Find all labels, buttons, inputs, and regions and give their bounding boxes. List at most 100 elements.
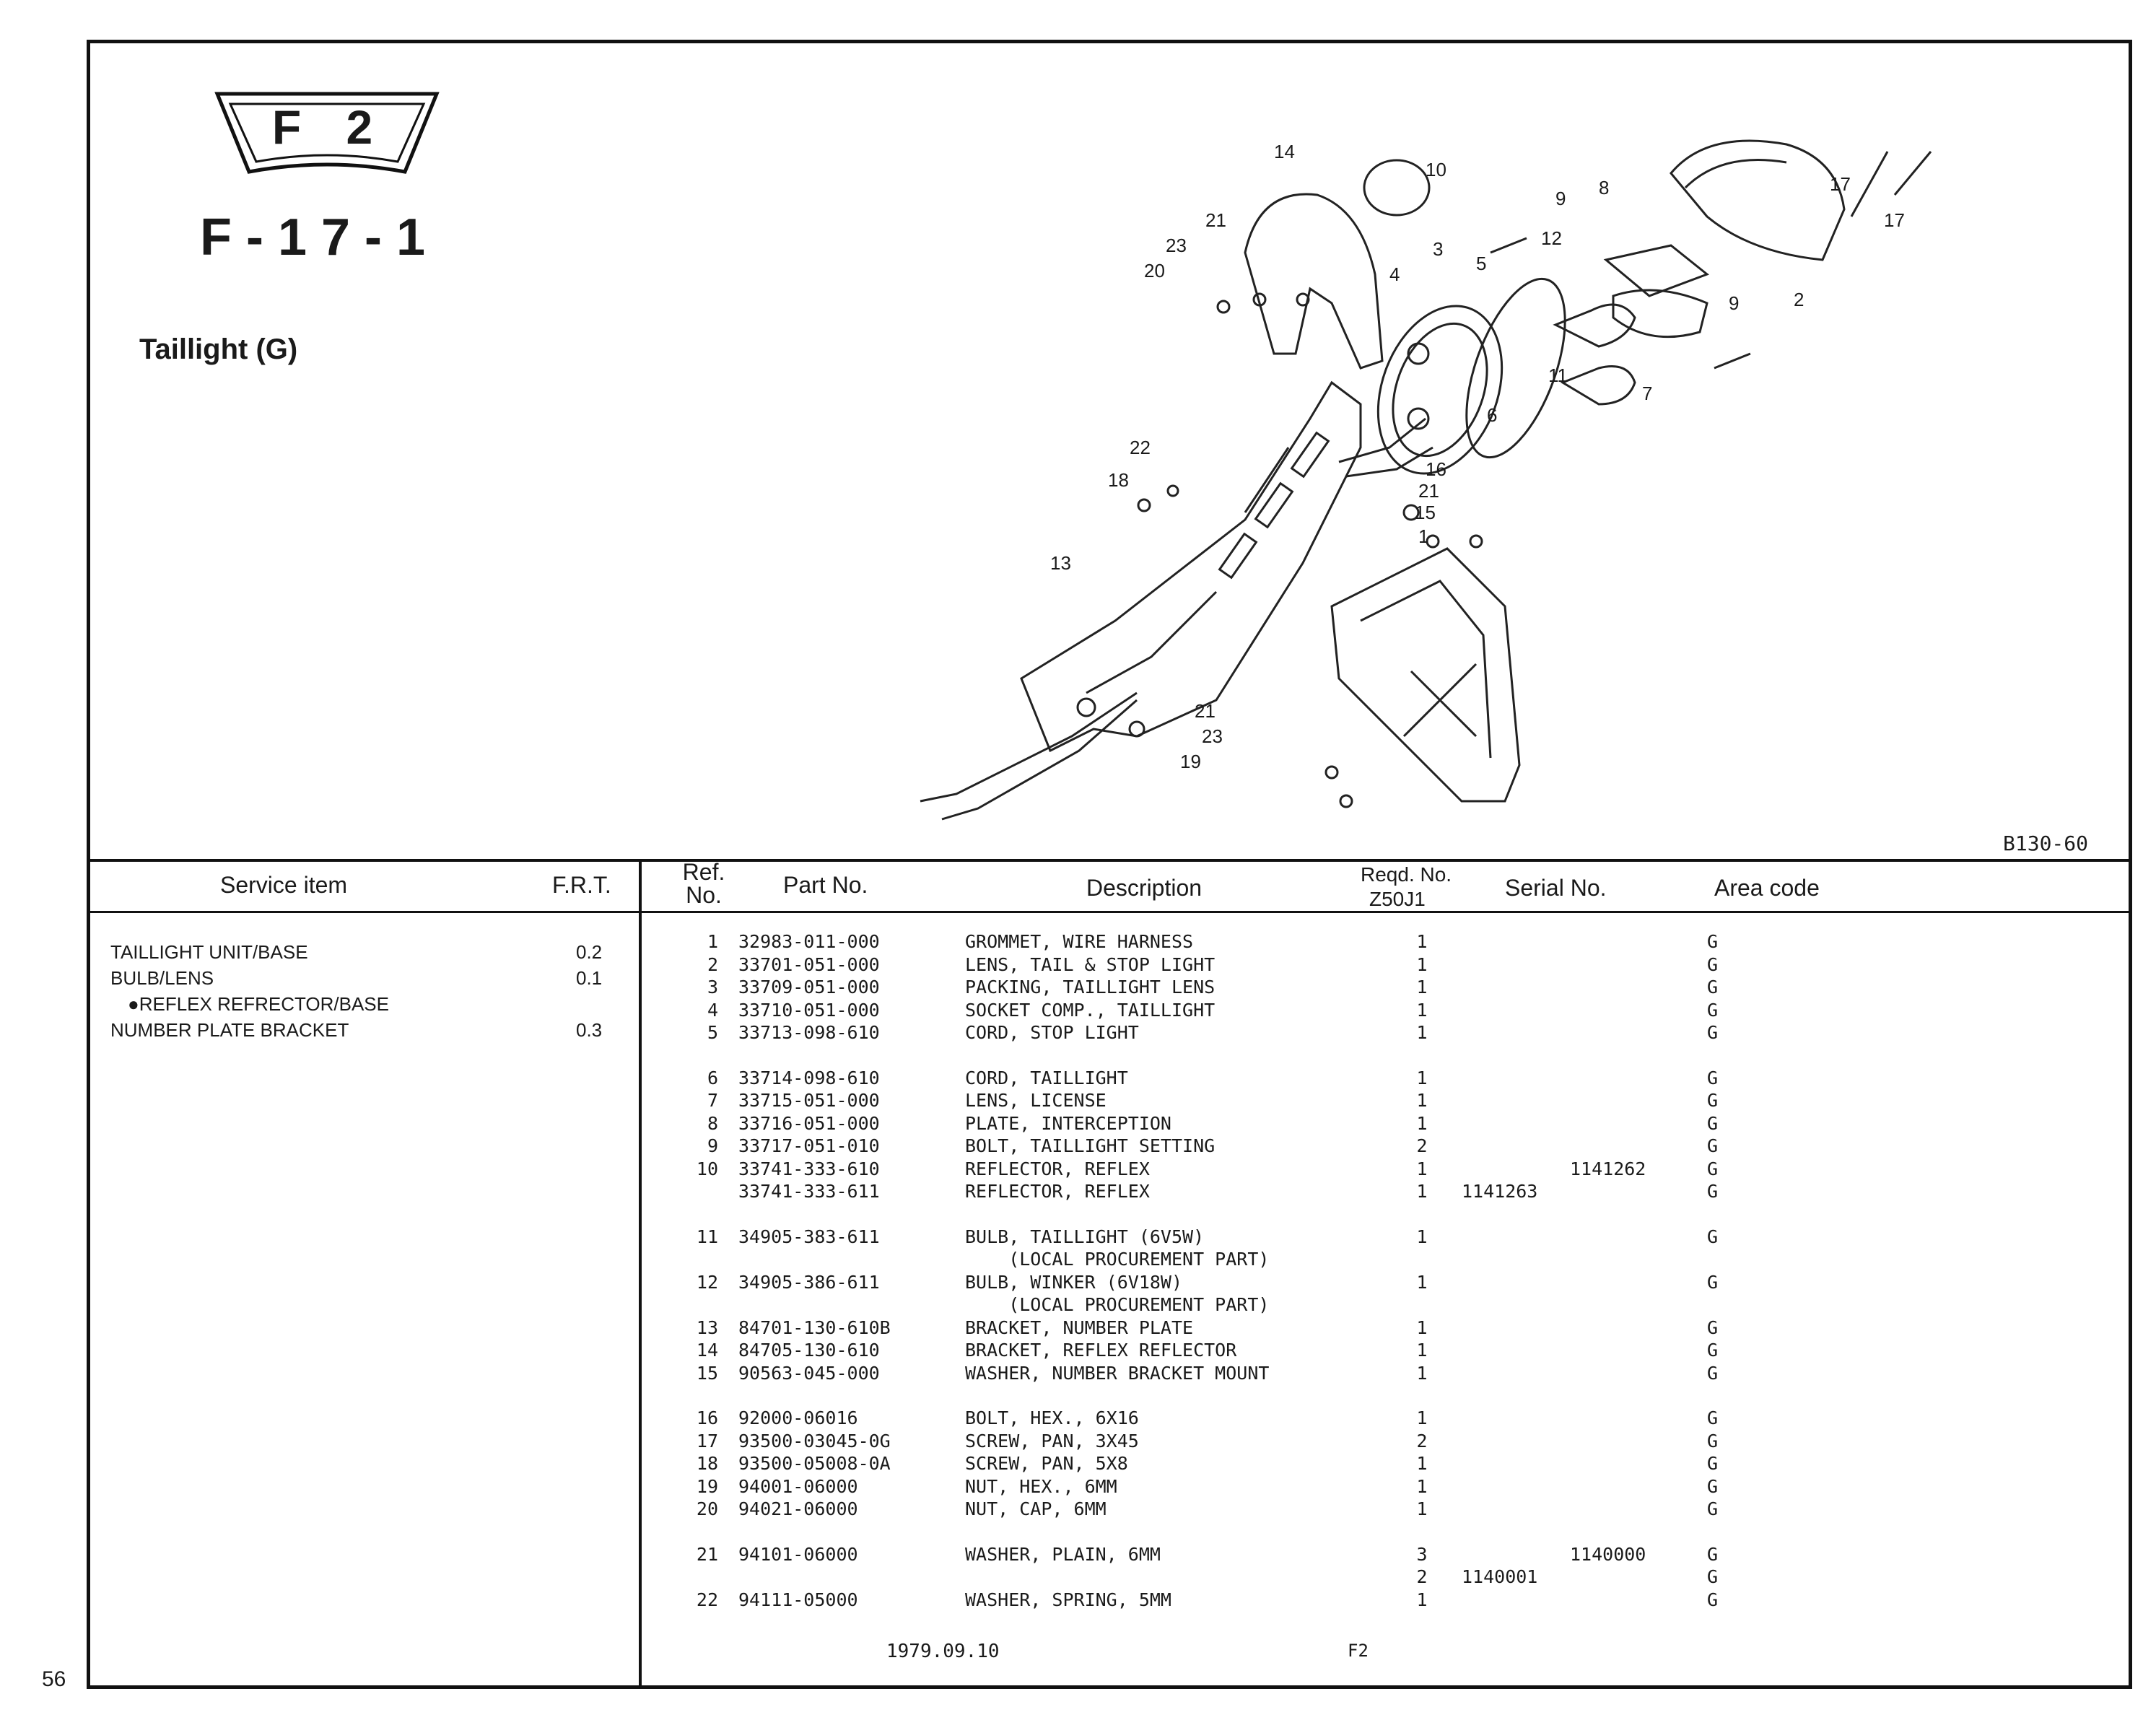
callout-3: 3 (1433, 238, 1444, 260)
part-qty: 1 (1416, 1067, 1428, 1088)
part-number: 33713-098-610 (738, 1022, 880, 1043)
part-ref: 12 (696, 1271, 718, 1293)
part-number: 94101-06000 (738, 1543, 858, 1565)
callout-12: 12 (1541, 227, 1562, 249)
part-qty: 1 (1416, 1022, 1428, 1043)
part-ref: 10 (696, 1158, 718, 1179)
part-ref: 20 (696, 1498, 718, 1519)
part-area-code: G (1707, 1340, 1719, 1361)
part-qty: 1 (1416, 1498, 1428, 1519)
service-item-frt: 0.1 (576, 967, 603, 989)
part-area-code: G (1707, 1158, 1719, 1179)
diagram-code: B130-60 (2003, 831, 2089, 855)
part-number: 33741-333-610 (738, 1158, 880, 1179)
part-number: 34905-386-611 (738, 1271, 880, 1293)
part-qty: 1 (1416, 1362, 1428, 1384)
part-qty: 1 (1416, 1340, 1428, 1361)
part-number: 84705-130-610 (738, 1340, 880, 1361)
part-area-code: G (1707, 1407, 1719, 1428)
exploded-view-drawing (920, 139, 1932, 821)
part-description: PACKING, TAILLIGHT LENS (965, 977, 1216, 997)
part-description: WASHER, PLAIN, 6MM (965, 1543, 1161, 1565)
page-number: 56 (42, 1667, 66, 1691)
part-ref: 7 (707, 1090, 718, 1111)
part-description: LENS, TAIL & STOP LIGHT (965, 953, 1216, 975)
part-description: BOLT, HEX., 6X16 (965, 1407, 1139, 1428)
part-qty: 1 (1416, 999, 1428, 1021)
part-description: BRACKET, NUMBER PLATE (965, 1317, 1194, 1338)
part-number: 90563-045-000 (738, 1362, 880, 1384)
part-number: 33715-051-000 (738, 1090, 880, 1111)
callout-18: 18 (1108, 469, 1129, 491)
part-description: SOCKET COMP., TAILLIGHT (965, 999, 1216, 1021)
callout-8: 8 (1599, 177, 1610, 198)
part-qty: 1 (1416, 1271, 1428, 1293)
service-item-name: BULB/LENS (110, 967, 214, 989)
part-area-code: G (1707, 1543, 1719, 1565)
part-ref: 4 (707, 999, 718, 1021)
part-number: 33709-051-000 (738, 977, 880, 997)
part-area-code: G (1707, 1566, 1719, 1587)
part-number: 94001-06000 (738, 1475, 858, 1497)
part-ref: 13 (696, 1317, 718, 1338)
part-number: 32983-011-000 (738, 931, 880, 952)
part-number: 33741-333-611 (738, 1181, 880, 1202)
part-area-code: G (1707, 1475, 1719, 1497)
header-reqd-no: Reqd. No. (1361, 863, 1452, 886)
service-item-frt: 0.3 (576, 1019, 603, 1041)
part-ref: 15 (696, 1362, 718, 1384)
service-item-name: ●REFLEX REFRECTOR/BASE (128, 993, 389, 1015)
part-area-code: G (1707, 1135, 1719, 1156)
part-area-code: G (1707, 1317, 1719, 1338)
part-description: WASHER, SPRING, 5MM (965, 1589, 1171, 1610)
part-description: (LOCAL PROCUREMENT PART) (965, 1249, 1270, 1270)
part-qty: 2 (1416, 1430, 1428, 1451)
part-ref: 22 (696, 1589, 718, 1610)
callout-2: 2 (1794, 289, 1804, 310)
part-description: BULB, WINKER (6V18W) (965, 1271, 1183, 1293)
part-area-code: G (1707, 1271, 1719, 1293)
callout-21c: 21 (1195, 700, 1216, 722)
part-description: REFLECTOR, REFLEX (965, 1158, 1150, 1179)
license-plate-mount (1330, 547, 1521, 803)
callout-11: 11 (1548, 364, 1568, 386)
part-area-code: G (1707, 1498, 1719, 1519)
part-ref: 11 (696, 1226, 718, 1247)
part-description: LENS, LICENSE (965, 1090, 1107, 1111)
taillight-socket (1376, 305, 1503, 475)
callout-10: 10 (1426, 159, 1446, 180)
part-ref: 14 (696, 1340, 718, 1361)
callout-7: 7 (1642, 383, 1653, 404)
service-item-row: ●REFLEX REFRECTOR/BASE (110, 993, 630, 1019)
service-item-row: BULB/LENS 0.1 (110, 967, 630, 993)
part-qty: 1 (1416, 977, 1428, 997)
part-area-code: G (1707, 953, 1719, 975)
part-qty: 2 (1416, 1566, 1428, 1587)
header-description: Description (1086, 875, 1203, 901)
header-serial-no: Serial No. (1505, 875, 1607, 901)
part-qty: 1 (1416, 1112, 1428, 1134)
callout-23b: 23 (1202, 725, 1223, 747)
part-qty: 1 (1416, 1181, 1428, 1202)
reflector (1363, 159, 1431, 217)
header-area-code: Area code (1714, 875, 1820, 901)
part-qty: 1 (1416, 1158, 1428, 1179)
part-area-code: G (1707, 1362, 1719, 1384)
header-model: Z50J1 (1369, 888, 1426, 910)
part-ref: 2 (707, 953, 718, 975)
table-row: (LOCAL PROCUREMENT PART) (653, 1249, 2097, 1272)
part-serial-from: 1141263 (1462, 1181, 1538, 1202)
column-divider (639, 859, 642, 1689)
service-item-name: TAILLIGHT UNIT/BASE (110, 941, 308, 963)
part-area-code: G (1707, 1022, 1719, 1043)
